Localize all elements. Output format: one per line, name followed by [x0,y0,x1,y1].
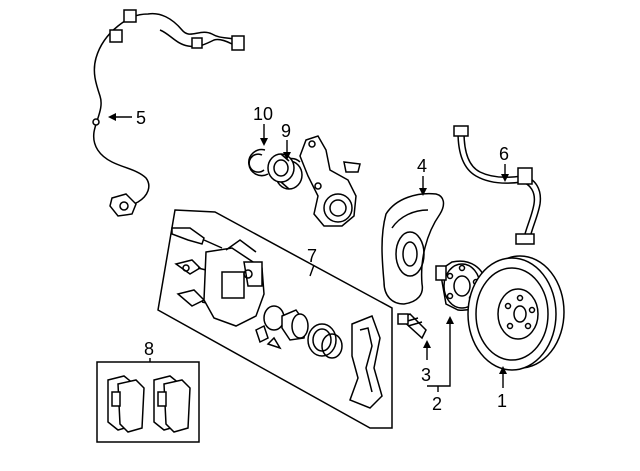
callout-10[interactable]: 10 [253,104,273,124]
part-4-dust-shield[interactable] [381,192,445,305]
part-7-caliper-kit[interactable] [157,209,393,429]
callout-8[interactable]: 8 [144,339,154,359]
part-10-snap-ring[interactable] [248,148,269,177]
part-5-abs-sensor-harness[interactable] [92,9,245,217]
callout-9[interactable]: 9 [281,121,291,141]
callout-3[interactable]: 3 [421,365,431,385]
callout-labels: 5 10 9 4 6 7 8 3 2 1 [136,104,509,414]
callout-6[interactable]: 6 [499,144,509,164]
part-8-brake-pads[interactable] [96,361,200,443]
part-2-hub[interactable] [435,260,487,311]
leader-lines [108,113,509,392]
callout-7[interactable]: 7 [307,246,317,266]
part-6-brake-hose[interactable] [453,125,542,245]
callout-4[interactable]: 4 [417,156,427,176]
callout-5[interactable]: 5 [136,108,146,128]
part-9-wheel-bearing[interactable] [267,153,303,190]
part-3-bolt[interactable] [397,313,427,340]
callout-1[interactable]: 1 [497,391,507,411]
part-1-brake-rotor[interactable] [467,255,565,371]
steering-knuckle [299,135,361,227]
callout-2[interactable]: 2 [432,394,442,414]
